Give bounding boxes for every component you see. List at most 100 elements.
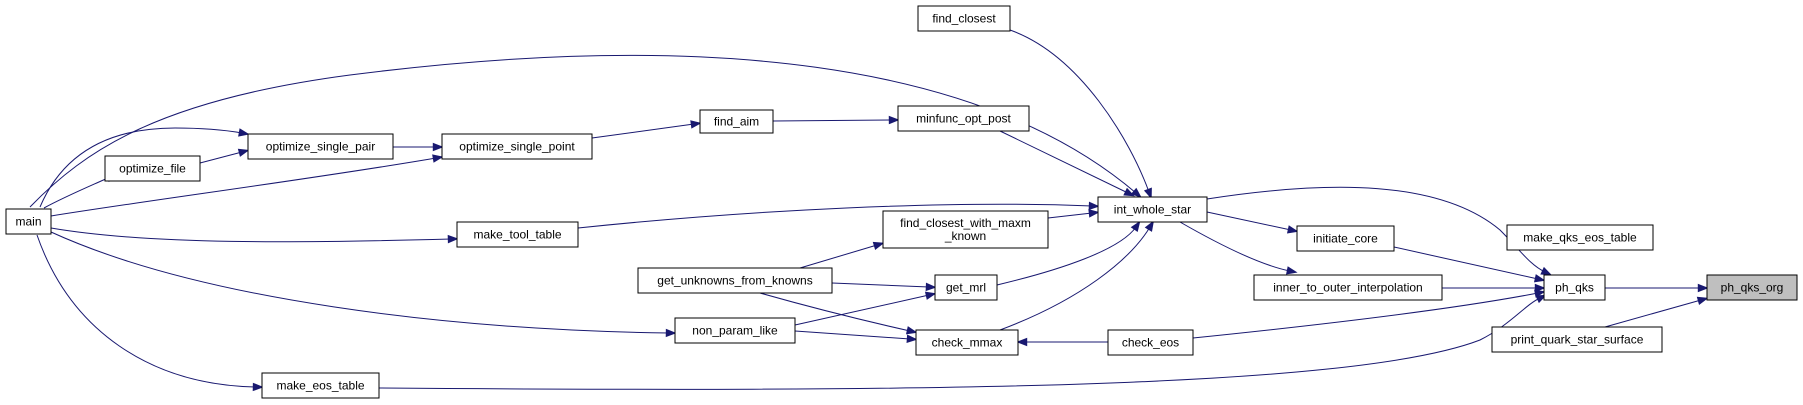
node-inner_to_outer_interpolation[interactable]: inner_to_outer_interpolation bbox=[1253, 274, 1443, 301]
node-label-find_closest: find_closest bbox=[932, 12, 996, 26]
graph-nodes: main optimize_file optimize_single_pair opt… bbox=[5, 5, 1798, 399]
edge-check_mmax-to-int_whole_star bbox=[999, 226, 1151, 331]
arrowhead-main-to-make_tool_table bbox=[447, 234, 459, 244]
node-box-optimize_file[interactable] bbox=[104, 155, 201, 182]
node-get_mrl[interactable]: get_mrl bbox=[934, 274, 998, 301]
graph-edges bbox=[29, 29, 1709, 392]
node-box-make_tool_table[interactable] bbox=[456, 221, 579, 248]
node-optimize_single_pair[interactable]: optimize_single_pair bbox=[247, 133, 394, 160]
arrowhead-main-to-int_whole_star bbox=[1130, 187, 1142, 198]
arrowhead-find_aim-to-minfunc_opt_post bbox=[888, 115, 900, 125]
node-label-initiate_core: initiate_core bbox=[1313, 232, 1378, 246]
node-box-find_aim[interactable] bbox=[699, 109, 774, 134]
node-label-optimize_file: optimize_file bbox=[119, 162, 186, 176]
node-box-inner_to_outer_interpolation[interactable] bbox=[1253, 274, 1443, 301]
arrowhead-check_mmax-to-int_whole_star bbox=[1144, 220, 1154, 232]
node-make_qks_eos_table[interactable]: make_qks_eos_table bbox=[1506, 224, 1654, 251]
node-label-make_qks_eos_table: make_qks_eos_table bbox=[1523, 231, 1637, 245]
edge-make_tool_table-to-int_whole_star bbox=[577, 203, 1093, 229]
node-box-get_mrl[interactable] bbox=[934, 274, 998, 301]
node-print_quark_star_surface[interactable]: print_quark_star_surface bbox=[1491, 326, 1663, 353]
node-box-ph_qks_org[interactable] bbox=[1706, 274, 1798, 301]
edge-get_mrl-to-int_whole_star bbox=[996, 226, 1137, 286]
node-label-inner_to_outer_interpolation: inner_to_outer_interpolation bbox=[1273, 281, 1422, 295]
node-label-find_closest_with_maxm_known: find_closest_with_maxm bbox=[900, 216, 1031, 230]
edge-get_unknowns_from_knowns-to-check_mmax bbox=[759, 292, 911, 332]
edge-optimize_file-to-optimize_single_pair bbox=[199, 151, 243, 164]
arrowhead-main-to-make_eos_table bbox=[252, 382, 264, 392]
node-box-get_unknowns_from_knowns[interactable] bbox=[637, 267, 833, 294]
node-box-int_whole_star[interactable] bbox=[1097, 196, 1208, 223]
node-get_unknowns_from_knowns[interactable]: get_unknowns_from_knowns bbox=[637, 267, 833, 294]
node-box-check_mmax[interactable] bbox=[915, 329, 1019, 356]
edge-print_quark_star_surface-to-ph_qks_org bbox=[1604, 299, 1702, 328]
node-box-main[interactable] bbox=[5, 208, 52, 235]
arrowhead-int_whole_star-to-initiate_core bbox=[1286, 225, 1299, 234]
arrowhead-non_param_like-to-check_mmax bbox=[906, 334, 918, 343]
node-initiate_core[interactable]: initiate_core bbox=[1296, 225, 1395, 252]
node-ph_qks[interactable]: ph_qks bbox=[1543, 274, 1606, 301]
node-box-find_closest[interactable] bbox=[917, 5, 1011, 32]
edge-main-to-make_eos_table bbox=[36, 234, 257, 388]
arrowhead-get_unknowns_from_knowns-to-find_closest_with_maxm_known bbox=[872, 241, 885, 250]
node-make_tool_table[interactable]: make_tool_table bbox=[456, 221, 579, 248]
node-main[interactable]: main bbox=[5, 208, 52, 235]
arrowhead-int_whole_star-to-ph_qks bbox=[1540, 266, 1552, 276]
node-box-ph_qks[interactable] bbox=[1543, 274, 1606, 301]
node-box-print_quark_star_surface[interactable] bbox=[1491, 326, 1663, 353]
edge-main-to-make_tool_table bbox=[50, 227, 452, 243]
edge-optimize_single_point-to-find_aim bbox=[591, 123, 695, 139]
arrowhead-make_tool_table-to-int_whole_star bbox=[1088, 201, 1100, 211]
node-label-check_eos: check_eos bbox=[1122, 336, 1179, 350]
node-label-get_mrl: get_mrl bbox=[946, 281, 986, 295]
node-check_eos[interactable]: check_eos bbox=[1107, 329, 1194, 356]
arrowhead-get_unknowns_from_knowns-to-get_mrl bbox=[925, 282, 937, 292]
arrowhead-find_closest_with_maxm_known-to-int_whole_star bbox=[1088, 209, 1100, 218]
node-box-non_param_like[interactable] bbox=[674, 317, 796, 344]
node-optimize_single_point[interactable]: optimize_single_point bbox=[441, 133, 593, 160]
edge-int_whole_star-to-initiate_core bbox=[1206, 211, 1292, 231]
node-label-get_unknowns_from_knowns: get_unknowns_from_knowns bbox=[657, 274, 812, 288]
node-minfunc_opt_post[interactable]: minfunc_opt_post bbox=[897, 105, 1030, 132]
node-ph_qks_org[interactable]: ph_qks_org bbox=[1706, 274, 1798, 301]
node-non_param_like[interactable]: non_param_like bbox=[674, 317, 796, 344]
node-box-optimize_single_point[interactable] bbox=[441, 133, 593, 160]
edge-non_param_like-to-check_mmax bbox=[794, 330, 911, 340]
node-label-make_tool_table: make_tool_table bbox=[473, 228, 561, 242]
arrowhead-check_eos-to-check_mmax bbox=[1016, 337, 1028, 347]
node-box-minfunc_opt_post[interactable] bbox=[897, 105, 1030, 132]
arrowhead-check_eos-to-ph_qks bbox=[1534, 289, 1546, 298]
arrowhead-find_closest-to-int_whole_star bbox=[1143, 187, 1152, 200]
node-label-non_param_like: non_param_like bbox=[692, 324, 778, 338]
arrowhead-ph_qks-to-ph_qks_org bbox=[1697, 283, 1709, 293]
arrowhead-main-to-optimize_single_point bbox=[432, 154, 444, 163]
node-find_closest[interactable]: find_closest bbox=[917, 5, 1011, 32]
node-label-find_closest_with_maxm_known: _known bbox=[944, 229, 986, 243]
edge-minfunc_opt_post-to-int_whole_star bbox=[999, 130, 1129, 194]
edge-find_closest-to-int_whole_star bbox=[1009, 29, 1150, 193]
node-label-int_whole_star: int_whole_star bbox=[1114, 203, 1191, 217]
node-box-make_qks_eos_table[interactable] bbox=[1506, 224, 1654, 251]
node-box-initiate_core[interactable] bbox=[1296, 225, 1395, 252]
node-find_aim[interactable]: find_aim bbox=[699, 109, 774, 134]
node-box-make_eos_table[interactable] bbox=[261, 372, 380, 399]
node-label-optimize_single_pair: optimize_single_pair bbox=[266, 140, 375, 154]
node-box-optimize_single_pair[interactable] bbox=[247, 133, 394, 160]
node-int_whole_star[interactable]: int_whole_star bbox=[1097, 196, 1208, 223]
node-label-optimize_single_point: optimize_single_point bbox=[459, 140, 575, 154]
arrowhead-get_unknowns_from_knowns-to-check_mmax bbox=[905, 326, 918, 335]
node-find_closest_with_maxm_known[interactable]: find_closest_with_maxm_known bbox=[882, 210, 1049, 249]
node-label-make_eos_table: make_eos_table bbox=[276, 379, 364, 393]
node-check_mmax[interactable]: check_mmax bbox=[915, 329, 1019, 356]
arrowhead-main-to-non_param_like bbox=[665, 328, 677, 338]
node-box-find_closest_with_maxm_known[interactable] bbox=[882, 210, 1049, 249]
node-label-ph_qks: ph_qks bbox=[1555, 281, 1594, 295]
arrowhead-int_whole_star-to-inner_to_outer_interpolation bbox=[1286, 266, 1298, 275]
node-make_eos_table[interactable]: make_eos_table bbox=[261, 372, 380, 399]
arrowhead-optimize_single_pair-to-optimize_single_point bbox=[432, 142, 444, 152]
node-label-print_quark_star_surface: print_quark_star_surface bbox=[1511, 333, 1644, 347]
node-box-check_eos[interactable] bbox=[1107, 329, 1194, 356]
node-label-check_mmax: check_mmax bbox=[932, 336, 1003, 350]
edge-get_unknowns_from_knowns-to-get_mrl bbox=[831, 282, 930, 288]
node-optimize_file[interactable]: optimize_file bbox=[104, 155, 201, 182]
